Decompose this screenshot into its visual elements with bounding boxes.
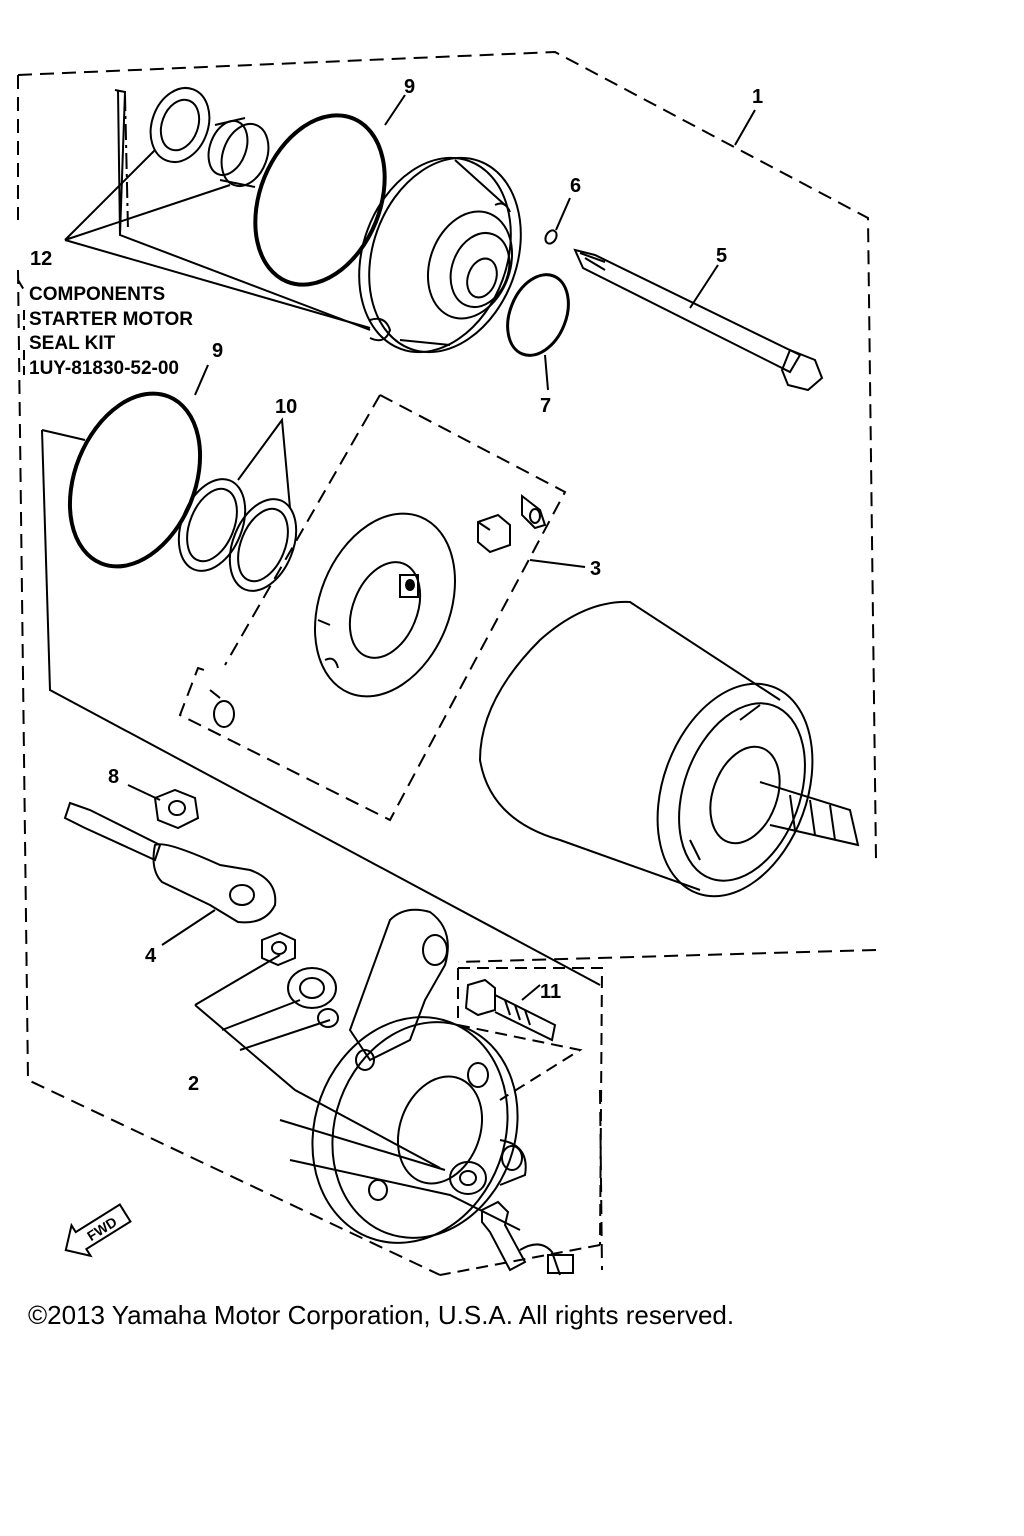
leader-9-top: [384, 94, 406, 126]
nut-eight: [153, 788, 200, 830]
brush-holder-box: [178, 394, 567, 822]
brush: [477, 513, 511, 554]
leader-12: [64, 149, 371, 329]
kit-label-line4: 1UY-81830-52-00: [29, 358, 179, 379]
callout-9-lower: 9: [212, 340, 223, 362]
leader-4: [161, 909, 216, 946]
bolt-eleven: [464, 978, 557, 1042]
kit-label-line3: SEAL KIT: [29, 333, 116, 354]
leader-5: [689, 264, 719, 309]
leader-9-lower: [194, 364, 209, 396]
through-bolt: [573, 248, 824, 392]
o-ring-lower: [67, 391, 203, 569]
callout-10: 10: [275, 396, 297, 418]
leader-8: [127, 784, 161, 801]
leader-11: [521, 984, 541, 1001]
kit-label-line2: STARTER MOTOR: [29, 309, 193, 330]
assembly-boundary: [17, 50, 877, 1276]
rear-cover-leaders: [194, 954, 521, 1231]
callout-8: 8: [108, 766, 119, 788]
callout-11: 11: [540, 981, 561, 1003]
callout-5: 5: [716, 245, 727, 267]
callout-4: 4: [145, 945, 157, 967]
o-ring-top: [253, 113, 387, 287]
washers: [177, 478, 298, 592]
leader-6: [555, 197, 571, 231]
callout-1: 1: [752, 86, 763, 108]
front-cover: [358, 156, 522, 354]
leader-3: [529, 559, 586, 568]
rear-dashed-lines: [439, 1244, 601, 1276]
callout-6: 6: [570, 175, 581, 197]
copyright-notice: ©2013 Yamaha Motor Corporation, U.S.A. A…: [28, 1300, 735, 1330]
rear-nuts: [261, 931, 339, 1028]
o-ring-seven: [506, 273, 570, 357]
front-cover-dashdot: [124, 94, 129, 231]
callout-2: 2: [188, 1073, 199, 1095]
leader-7: [544, 354, 549, 391]
motor-yoke: [478, 600, 860, 898]
brush-spring-bottom: [209, 689, 235, 728]
rear-cover: [311, 908, 527, 1244]
leader-1: [734, 109, 756, 146]
brush-plate: [314, 512, 456, 698]
callout-3: 3: [590, 558, 601, 580]
terminal-lead: [63, 801, 277, 924]
left-group-lines: [41, 429, 601, 986]
bushing: [207, 117, 270, 188]
bolt-eleven-box: [457, 967, 604, 1246]
fwd-arrow-icon: FWD: [64, 1203, 132, 1258]
callout-9-top: 9: [404, 76, 415, 98]
leader-10: [237, 417, 291, 509]
kit-label-line1: COMPONENTS: [29, 284, 165, 305]
seal-kit-bracket: [17, 279, 25, 375]
oil-seal-front: [149, 87, 211, 163]
terminal-bolt-bottom: [481, 1200, 574, 1276]
o-ring-small: [544, 229, 558, 245]
fill-accents: [405, 579, 415, 591]
callout-7: 7: [540, 395, 551, 417]
brush-spring-top: [521, 493, 547, 530]
callout-12: 12: [30, 248, 52, 270]
front-cover-group-lines: [114, 89, 371, 331]
